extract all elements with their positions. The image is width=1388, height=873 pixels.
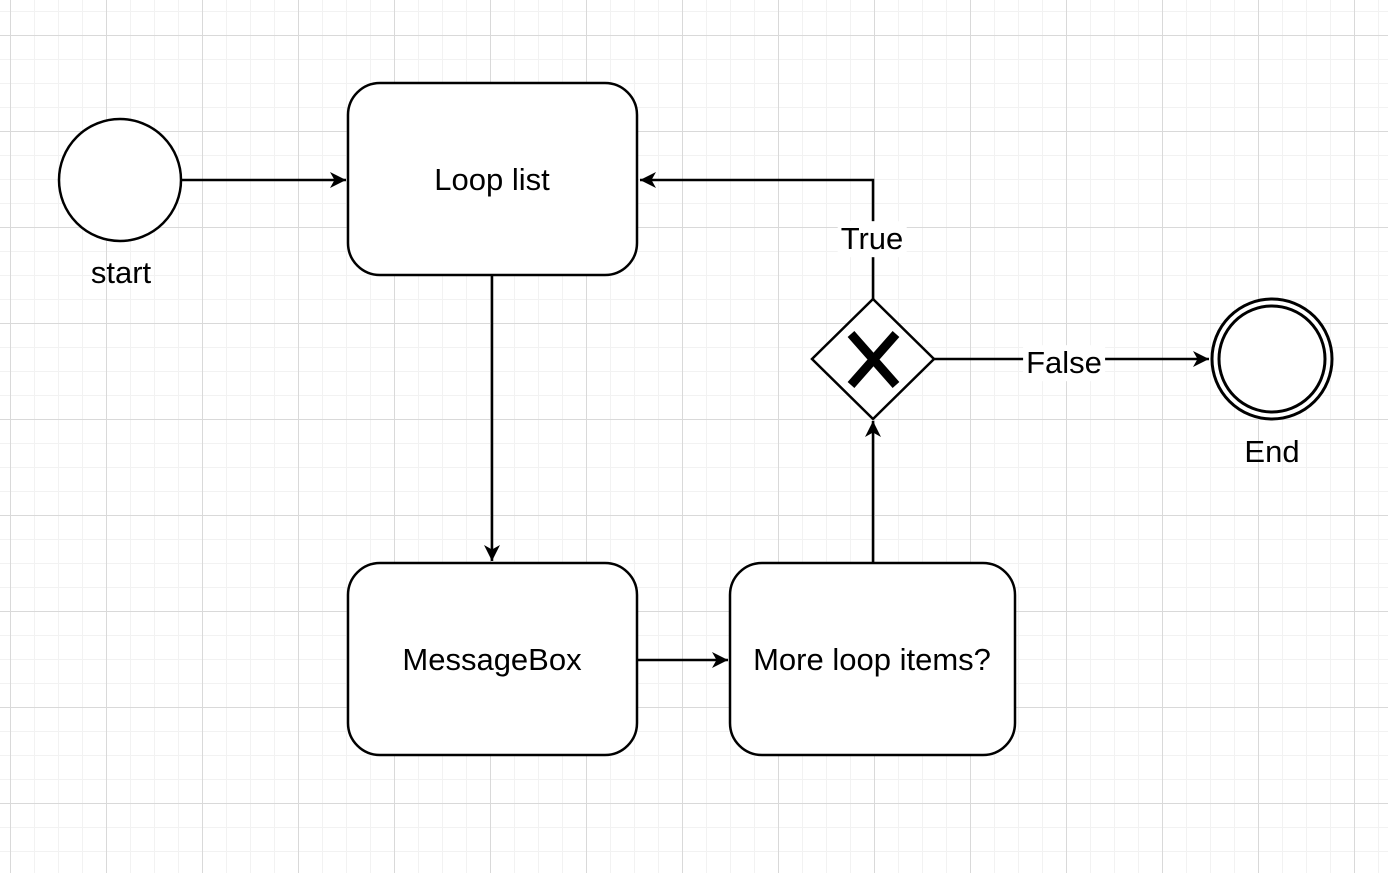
false-branch-label: False (1023, 345, 1105, 381)
more-loop-items-label: More loop items? (753, 642, 991, 678)
end-event-inner-ring (1217, 304, 1327, 414)
end-label: End (1244, 434, 1300, 470)
end-event-outer-ring (1210, 297, 1334, 421)
x-gateway-icon (847, 331, 900, 388)
start-label: start (90, 255, 152, 291)
true-branch-label: True (837, 221, 907, 257)
edge-layer (181, 172, 1209, 668)
node-layer (57, 81, 1334, 757)
messagebox-node[interactable] (346, 561, 639, 757)
end-event-node[interactable] (1210, 297, 1334, 421)
edge-gateway-true-to-loop-list[interactable] (640, 172, 875, 299)
start-event-node[interactable] (57, 117, 183, 243)
more-loop-items-node[interactable] (728, 561, 1017, 757)
loop-list-node[interactable] (346, 81, 639, 277)
loop-list-label: Loop list (434, 162, 550, 198)
messagebox-label: MessageBox (402, 642, 582, 678)
exclusive-gateway-node[interactable] (810, 297, 936, 421)
